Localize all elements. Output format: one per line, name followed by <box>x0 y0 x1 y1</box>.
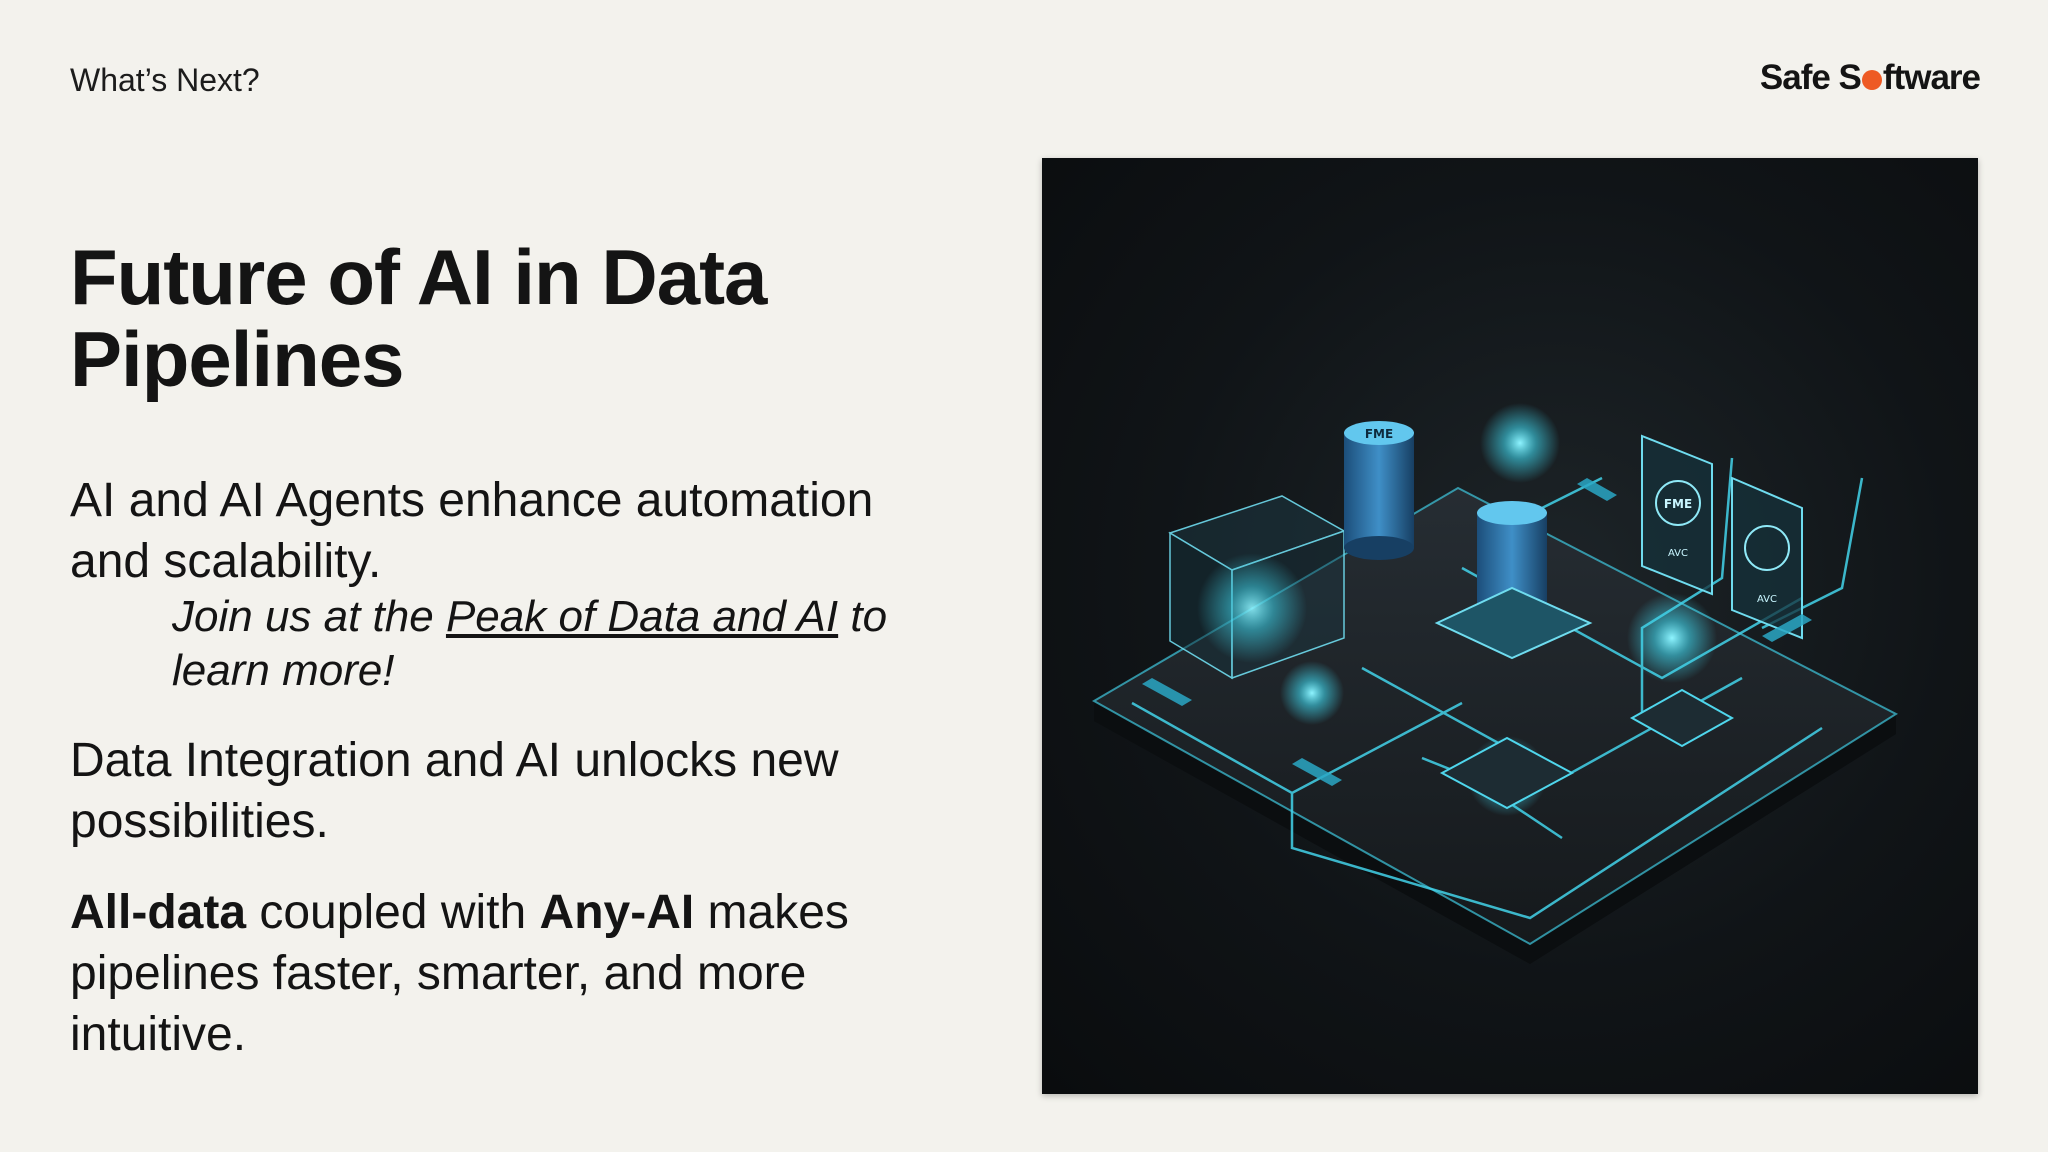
all-data-paragraph: All-data coupled with Any-AI makes pipel… <box>70 882 970 1065</box>
glass-cube <box>1168 495 1346 680</box>
p3-line-2: pipelines faster, smarter, and more <box>70 947 807 1000</box>
slide-title: Future of AI in Data Pipelines <box>70 236 970 400</box>
node-glow <box>1280 661 1344 725</box>
any-ai-bold: Any-AI <box>539 886 695 939</box>
section-label: What’s Next? <box>70 62 260 98</box>
callout-line-2: learn more! <box>172 646 395 695</box>
callout-suffix: to <box>838 592 888 641</box>
logo-dot-icon <box>1861 70 1882 90</box>
event-callout: Join us at the Peak of Data and AI to le… <box>172 590 932 698</box>
title-line-2: Pipelines <box>70 315 404 403</box>
label-tags <box>1142 478 1812 786</box>
p1-line-1: AI and AI Agents enhance automation <box>70 474 874 527</box>
p2-line-1: Data Integration and AI unlocks new <box>70 734 839 787</box>
safe-software-logo: Safe S ftware <box>1759 58 1981 98</box>
panel-sub-2: AVC <box>1757 594 1777 605</box>
ai-chip <box>1629 688 1735 748</box>
isometric-pipeline-graphic: FME FME AVC AVC <box>1091 403 1899 964</box>
panel-label-1: FME <box>1664 497 1692 511</box>
processor-chip <box>1439 736 1575 810</box>
panel-sub-1: AVC <box>1668 548 1688 559</box>
peak-of-data-link[interactable]: Peak of Data and AI <box>445 592 839 641</box>
p1-line-2: and scalability. <box>70 535 382 588</box>
neural-glow-top <box>1480 403 1560 483</box>
title-line-1: Future of AI in Data <box>70 233 767 321</box>
neural-glow-right <box>1627 593 1717 683</box>
all-data-bold: All-data <box>70 886 247 939</box>
logo-text-start: Safe S <box>1759 58 1862 97</box>
p3-line-3: intuitive. <box>70 1008 247 1061</box>
p2-line-2: possibilities. <box>70 795 329 848</box>
data-pipeline-illustration: FME FME AVC AVC <box>1042 158 1978 1094</box>
platform-side <box>1094 701 1896 964</box>
p3-text-1: coupled with <box>246 886 540 939</box>
fme-panel-1: FME AVC <box>1641 434 1713 596</box>
p3-text-2: makes <box>694 886 849 939</box>
integration-paragraph: Data Integration and AI unlocks new poss… <box>70 730 970 852</box>
database-cylinder-2 <box>1434 501 1593 660</box>
callout-prefix: Join us at the <box>172 592 446 641</box>
ai-agents-paragraph: AI and AI Agents enhance automation and … <box>70 470 970 592</box>
database-cylinder-1: FME <box>1344 421 1414 560</box>
fme-panel-2: AVC <box>1731 476 1803 640</box>
logo-text-end: ftware <box>1882 58 1981 97</box>
cylinder-label-1: FME <box>1365 427 1393 441</box>
